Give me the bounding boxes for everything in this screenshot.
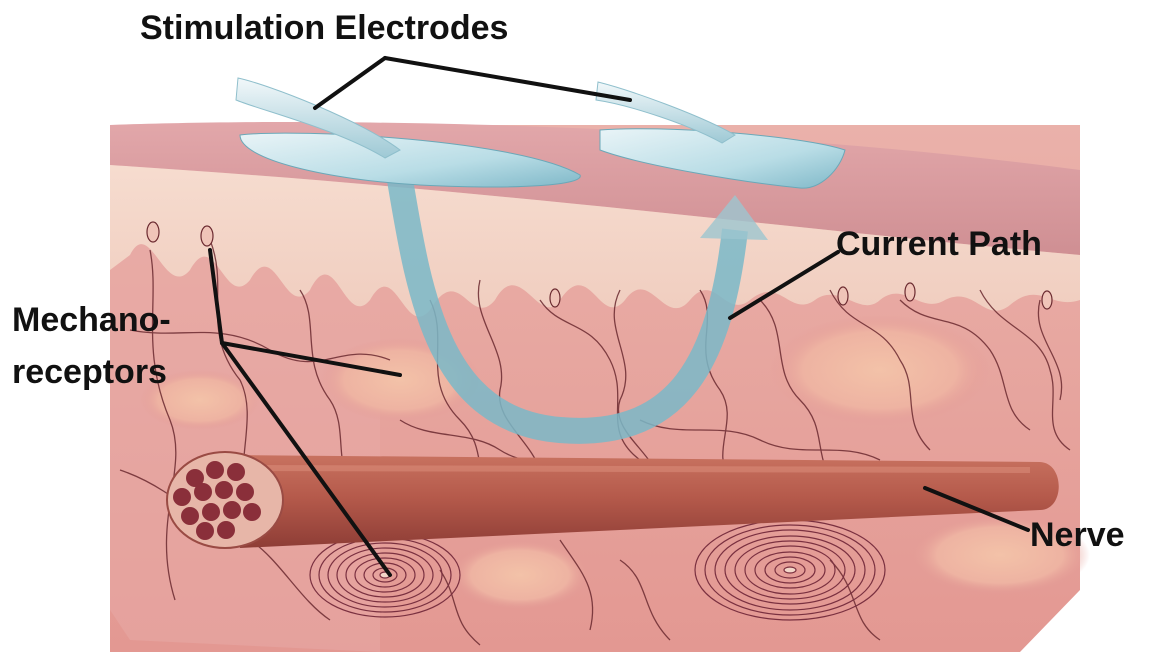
tissue-blob [450,540,590,610]
label-mechanoreceptors-line1: Mechano- [12,300,171,340]
label-mechanoreceptors-line2: receptors [12,352,167,392]
receptor-ending [1042,291,1052,309]
leader-electrodes-left [315,58,385,108]
receptor-ending [201,226,213,246]
receptor-ending [147,222,159,242]
receptor-ending [838,287,848,305]
label-stimulation-electrodes: Stimulation Electrodes [140,8,508,48]
leader-electrodes-right [385,58,630,100]
nerve-highlight [240,468,1030,470]
label-nerve: Nerve [1030,515,1125,555]
receptor-ending [905,283,915,301]
tissue-blob [770,315,990,425]
receptor-ending [550,289,560,307]
label-current-path: Current Path [836,224,1042,264]
